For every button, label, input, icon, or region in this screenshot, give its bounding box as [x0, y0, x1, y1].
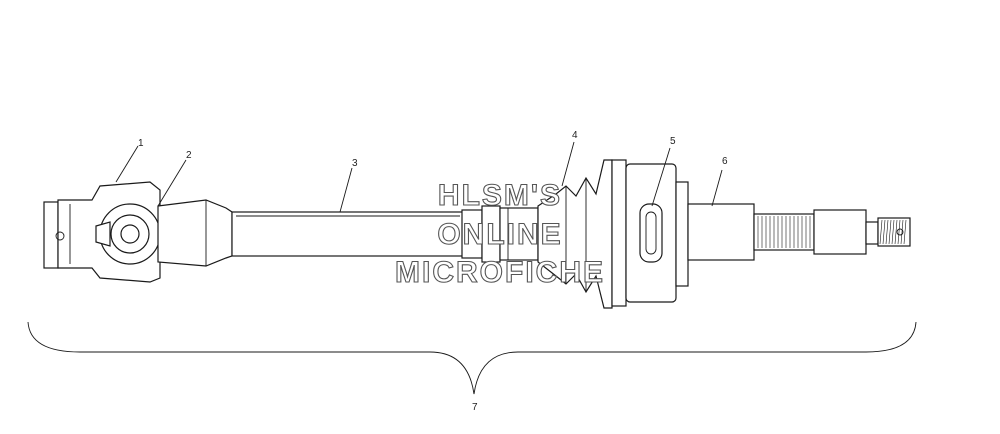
- assembly-brace: [27, 321, 917, 395]
- spline-teeth: [757, 216, 907, 248]
- stub-shaft: [687, 203, 911, 261]
- leader-5: [651, 147, 671, 207]
- watermark-line-2: ONLINE: [437, 218, 562, 251]
- thread-line: [882, 219, 886, 245]
- callout-2: 2: [186, 150, 192, 161]
- callout-labels: 1 2 3 4 5 6 7: [138, 130, 728, 413]
- callout-5: 5: [670, 136, 676, 147]
- leader-lines: [115, 141, 723, 213]
- thread-line: [885, 219, 889, 245]
- leader-3: [339, 167, 353, 213]
- watermark-line-1: HLSM'S: [438, 179, 562, 212]
- thread-line: [897, 219, 901, 245]
- thread-line: [900, 219, 904, 245]
- callout-1: 1: [138, 138, 144, 149]
- callout-7: 7: [472, 402, 478, 413]
- u-joint-cross: [95, 203, 161, 265]
- thread-line: [888, 219, 892, 245]
- cv-boot: [537, 159, 613, 309]
- watermark-line-3: MICROFICHE: [395, 256, 605, 289]
- watermark: HLSM'S ONLINE MICROFICHE: [394, 178, 605, 289]
- thread-line: [879, 219, 883, 245]
- cv-clip-slot: [639, 203, 663, 263]
- callout-4: 4: [572, 130, 578, 141]
- leader-4: [561, 141, 575, 187]
- shaft-tube: [231, 211, 465, 257]
- inner-yoke: [157, 199, 233, 267]
- callout-3: 3: [352, 158, 358, 169]
- leader-1: [115, 145, 139, 183]
- shaft-rings: [461, 205, 539, 263]
- thread-line: [894, 219, 898, 245]
- thread-line: [903, 219, 907, 245]
- leader-2: [157, 159, 187, 207]
- thread-line: [891, 219, 895, 245]
- callout-6: 6: [722, 156, 728, 167]
- leader-6: [711, 169, 723, 207]
